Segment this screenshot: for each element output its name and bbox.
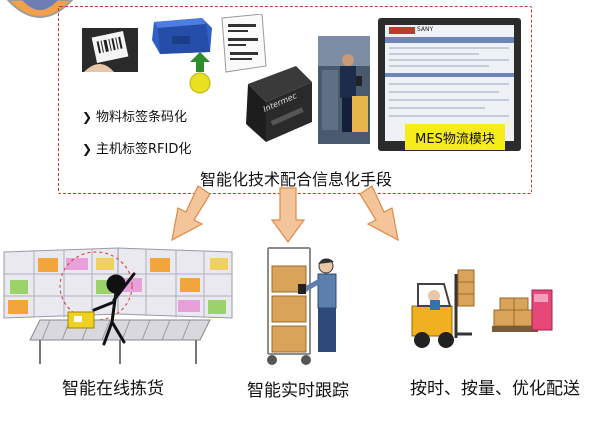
delivery-illustration xyxy=(411,269,553,348)
caption-delivery: 按时、按量、优化配送 xyxy=(410,379,580,399)
caption-realtime-tracking: 智能实时跟踪 xyxy=(247,381,349,401)
label-printer-image xyxy=(246,66,312,142)
corner-logo-image xyxy=(6,0,74,18)
blue-bin-image xyxy=(152,18,212,54)
green-arrow-icon xyxy=(189,52,211,94)
barcode-tag-image xyxy=(82,28,138,72)
caption-online-picking: 智能在线拣货 xyxy=(62,379,164,399)
realtime-tracking-illustration xyxy=(267,247,337,365)
label-sheet-image xyxy=(221,14,267,73)
middle-title: 智能化技术配合信息化手段 xyxy=(200,170,393,189)
mes-screen: SANY xyxy=(385,25,514,141)
arrow-right-icon xyxy=(359,185,399,242)
mes-brand-text: SANY xyxy=(417,26,434,33)
worker-scanner-photo xyxy=(318,36,370,144)
arrow-middle-icon xyxy=(270,187,306,244)
mes-module-label: MES物流模块 xyxy=(405,124,505,150)
chevron-right-icon: ❯ xyxy=(82,142,93,156)
bullet-item-rfid: ❯主机标签RFID化 xyxy=(82,142,192,157)
bullet-item-barcode: ❯物料标签条码化 xyxy=(82,110,188,125)
arrow-left-icon xyxy=(171,185,211,242)
online-picking-illustration xyxy=(3,247,233,364)
chevron-right-icon: ❯ xyxy=(82,110,93,124)
